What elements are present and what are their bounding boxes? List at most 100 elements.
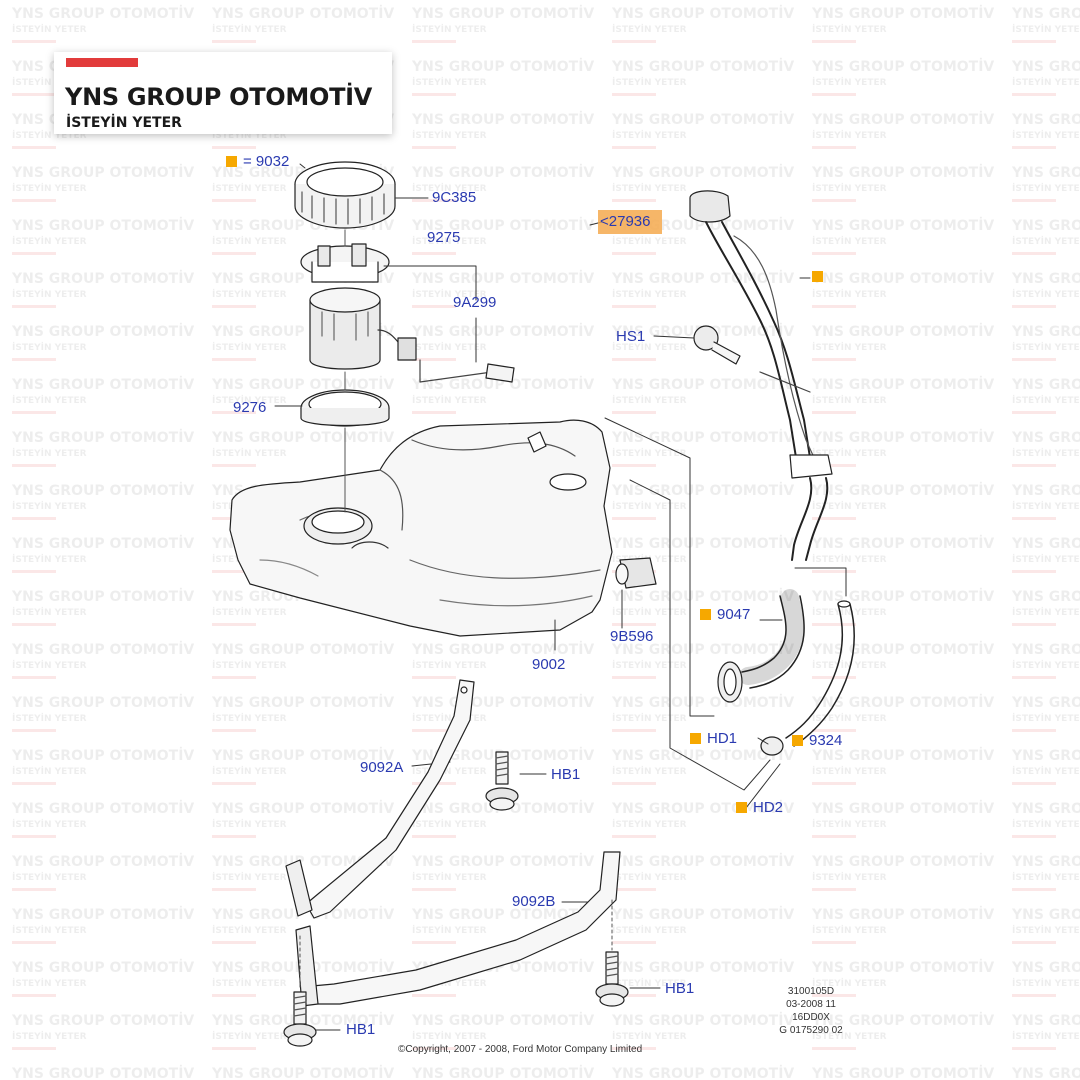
watermark-text: YNS GROUP OTOMOTİV: [1011, 429, 1080, 446]
watermark-accent-bar: [412, 888, 456, 891]
watermark-accent-bar: [612, 199, 656, 202]
marker-square: [226, 156, 237, 167]
watermark-text: YNS GROUP OTOMOTİV: [811, 482, 994, 499]
watermark-accent-bar: [412, 199, 456, 202]
watermark-accent-bar: [212, 729, 256, 732]
watermark-tagline: İSTEYİN YETER: [612, 236, 687, 247]
watermark-text: YNS GROUP OTOMOTİV: [11, 429, 194, 446]
watermark-tagline: İSTEYİN YETER: [812, 978, 887, 989]
watermark-text: YNS GROUP OTOMOTİV: [411, 1065, 594, 1080]
watermark-accent-bar: [1012, 835, 1056, 838]
watermark-accent-bar: [212, 782, 256, 785]
watermark-text: YNS GROUP OTOMOTİV: [1011, 906, 1080, 923]
watermark-accent-bar: [612, 676, 656, 679]
watermark-text: YNS GROUP OTOMOTİV: [611, 429, 794, 446]
watermark-tagline: İSTEYİN YETER: [612, 660, 687, 671]
watermark-text: YNS GROUP OTOMOTİV: [611, 376, 794, 393]
watermark-tagline: İSTEYİN YETER: [612, 130, 687, 141]
watermark-tagline: İSTEYİN YETER: [1012, 183, 1080, 194]
watermark-accent-bar: [612, 305, 656, 308]
watermark-text: YNS GROUP OTOMOTİV: [611, 1012, 794, 1029]
watermark-text: YNS GROUP OTOMOTİV: [11, 217, 194, 234]
drawing-ref-line2: 03-2008 11: [786, 999, 836, 1010]
watermark-tagline: İSTEYİN YETER: [812, 554, 887, 565]
watermark-tagline: İSTEYİN YETER: [212, 183, 287, 194]
watermark-text: YNS GROUP OTOMOTİV: [811, 588, 994, 605]
watermark-accent-bar: [812, 888, 856, 891]
watermark-text: YNS GROUP OTOMOTİV: [11, 482, 194, 499]
watermark-text: YNS GROUP OTOMOTİV: [611, 588, 794, 605]
callout-9032-text: = 9032: [243, 153, 290, 170]
watermark-tagline: İSTEYİN YETER: [812, 819, 887, 830]
watermark-tagline: İSTEYİN YETER: [612, 766, 687, 777]
watermark-text: YNS GROUP OTOMOTİV: [811, 747, 994, 764]
watermark-text: YNS GROUP OTOMOTİV: [411, 906, 594, 923]
watermark-text: YNS GROUP OTOMOTİV: [1011, 1065, 1080, 1080]
watermark-accent-bar: [612, 835, 656, 838]
watermark-tagline: İSTEYİN YETER: [612, 713, 687, 724]
watermark-tagline: İSTEYİN YETER: [12, 77, 87, 88]
watermark-text: YNS GROUP OTOMOTİV: [811, 217, 994, 234]
watermark-tagline: İSTEYİN YETER: [12, 660, 87, 671]
watermark-accent-bar: [812, 729, 856, 732]
watermark-accent-bar: [812, 623, 856, 626]
callout-9092A: 9092A: [360, 759, 404, 776]
watermark-accent-bar: [212, 358, 256, 361]
watermark-text: YNS GROUP OTOMOTİV: [611, 1065, 794, 1080]
watermark-text: YNS GROUP OTOMOTİV: [1011, 164, 1080, 181]
watermark-accent-bar: [212, 40, 256, 43]
watermark-text: YNS GROUP OTOMOTİV: [611, 482, 794, 499]
callout-HB1-upper: HB1: [551, 766, 581, 783]
watermark-tagline: İSTEYİN YETER: [412, 183, 487, 194]
watermark-text: YNS GROUP OTOMOTİV: [11, 800, 194, 817]
watermark-tagline: İSTEYİN YETER: [212, 130, 287, 141]
watermark-tagline: İSTEYİN YETER: [812, 660, 887, 671]
callout-HD1: HD1: [690, 730, 737, 748]
watermark-text: YNS GROUP OTOMOTİV: [211, 429, 394, 446]
watermark-accent-bar: [12, 676, 56, 679]
leader-lines: [274, 163, 847, 1031]
watermark-text: YNS GROUP OTOMOTİV: [1011, 58, 1080, 75]
watermark-accent-bar: [212, 888, 256, 891]
watermark-tagline: İSTEYİN YETER: [612, 872, 687, 883]
watermark-tagline: İSTEYİN YETER: [1012, 872, 1080, 883]
watermark-tagline: İSTEYİN YETER: [212, 236, 287, 247]
watermark-text: YNS GROUP OTOMOTİV: [411, 376, 594, 393]
watermark-tagline: İSTEYİN YETER: [212, 925, 287, 936]
watermark-tagline: İSTEYİN YETER: [412, 342, 487, 353]
callout-9092B: 9092B: [512, 893, 556, 910]
watermark-accent-bar: [412, 305, 456, 308]
watermark-accent-bar: [12, 252, 56, 255]
watermark-accent-bar: [12, 623, 56, 626]
watermark-accent-bar: [12, 729, 56, 732]
watermark-tagline: İSTEYİN YETER: [12, 289, 87, 300]
watermark-tagline: İSTEYİN YETER: [12, 342, 87, 353]
watermark-text: YNS GROUP OTOMOTİV: [1011, 376, 1080, 393]
watermark-accent-bar: [1012, 570, 1056, 573]
callout-HD2-text: HD2: [753, 799, 784, 816]
watermark-tagline: İSTEYİN YETER: [812, 1031, 887, 1042]
callout-9275: 9275: [427, 229, 461, 246]
drawing-ref-line3: 16DD0X: [792, 1012, 830, 1023]
watermark-accent-bar: [212, 411, 256, 414]
watermark-accent-bar: [612, 1047, 656, 1050]
watermark-accent-bar: [612, 729, 656, 732]
watermark-accent-bar: [612, 464, 656, 467]
watermark-accent-bar: [812, 358, 856, 361]
watermark-text: YNS GROUP OTOMOTİV: [1011, 588, 1080, 605]
watermark-tagline: İSTEYİN YETER: [812, 607, 887, 618]
watermark-tagline: İSTEYİN YETER: [812, 713, 887, 724]
watermark-text: YNS GROUP OTOMOTİV: [811, 58, 994, 75]
watermark-tagline: İSTEYİN YETER: [412, 289, 487, 300]
brand-name: YNS GROUP OTOMOTİV: [65, 83, 373, 111]
callout-HB1-lower: HB1: [346, 1021, 376, 1038]
watermark-text: YNS GROUP OTOMOTİV: [11, 906, 194, 923]
watermark-text: YNS GROUP OTOMOTİV: [611, 58, 794, 75]
watermark-accent-bar: [212, 252, 256, 255]
watermark-text: YNS GROUP OTOMOTİV: [11, 959, 194, 976]
watermark-text: YNS GROUP OTOMOTİV: [411, 1012, 594, 1029]
watermark-accent-bar: [612, 411, 656, 414]
watermark-tagline: İSTEYİN YETER: [212, 24, 287, 35]
brand-logo-card: YNS GROUP OTOMOTİV İSTEYİN YETER: [54, 52, 392, 134]
